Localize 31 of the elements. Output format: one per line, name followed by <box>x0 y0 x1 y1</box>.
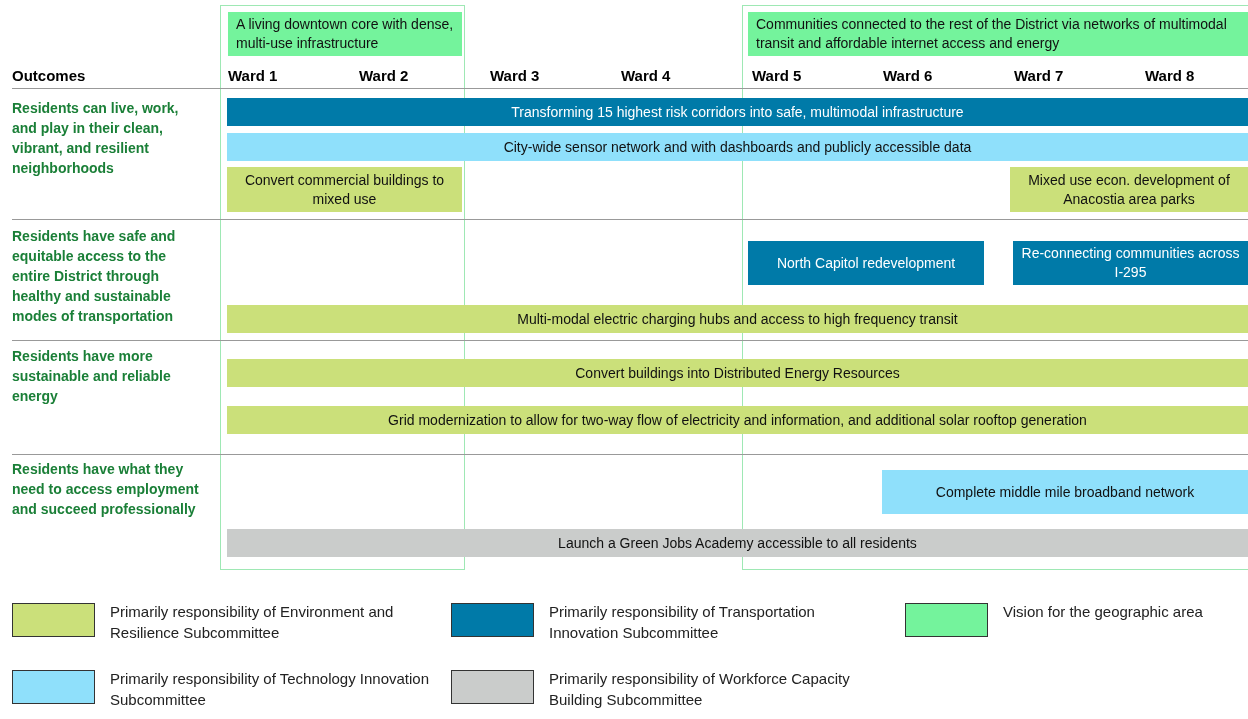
initiative-bar: Complete middle mile broadband network <box>882 470 1248 514</box>
column-header: Ward 7 <box>1014 67 1064 84</box>
initiative-bar: North Capitol redevelopment <box>748 241 984 285</box>
column-header: Ward 3 <box>490 67 540 84</box>
initiative-bar: Convert commercial buildings to mixed use <box>227 167 462 212</box>
column-header: Ward 8 <box>1145 67 1195 84</box>
column-header: Ward 1 <box>228 67 278 84</box>
outcome-text: Residents have safe and equitable access to the entire District through healthy and sustainable modes of transportation <box>12 227 177 326</box>
outcome-text: Residents can live, work, and play in their clean, vibrant, and resilient neighborhoods <box>12 99 180 178</box>
initiative-bar: Convert buildings into Distributed Energy Resources <box>227 359 1248 387</box>
outcome-text: Residents have what they need to access employment and succeed professionally <box>12 460 200 519</box>
outcome-text: Residents have more sustainable and reliable energy <box>12 347 172 406</box>
legend-text: Primarily responsibility of Environment and Resilience Subcommittee <box>110 602 395 643</box>
initiative-bar: Re-connecting communities across I-295 <box>1013 241 1248 285</box>
initiative-bar: Transforming 15 highest risk corridors into safe, multimodal infrastructure <box>227 98 1248 126</box>
legend-text: Primarily responsibility of Transportation Innovation Subcommittee <box>549 602 816 643</box>
column-header: Ward 5 <box>752 67 802 84</box>
initiative-bar: Multi-modal electric charging hubs and access to high frequency transit <box>227 305 1248 333</box>
column-header: Outcomes <box>12 67 86 84</box>
initiative-bar: Mixed use econ. development of Anacostia area parks <box>1010 167 1248 212</box>
initiative-bar: Launch a Green Jobs Academy accessible to all residents <box>227 529 1248 557</box>
initiative-bar: City-wide sensor network and with dashboards and publicly accessible data <box>227 133 1248 161</box>
vision-box: Communities connected to the rest of the District via networks of multimodal transit and affordable internet access and energy <box>748 12 1248 56</box>
column-header: Ward 4 <box>621 67 671 84</box>
initiative-bar: Grid modernization to allow for two-way flow of electricity and information, and additional solar rooftop generation <box>227 406 1248 434</box>
legend-text: Primarily responsibility of Technology Innovation Subcommittee <box>110 669 430 710</box>
legend-text: Primarily responsibility of Workforce Capacity Building Subcommittee <box>549 669 851 710</box>
legend-text: Vision for the geographic area <box>1003 602 1204 622</box>
column-header: Ward 2 <box>359 67 409 84</box>
vision-box: A living downtown core with dense, multi-use infrastructure <box>228 12 462 56</box>
column-header: Ward 6 <box>883 67 933 84</box>
